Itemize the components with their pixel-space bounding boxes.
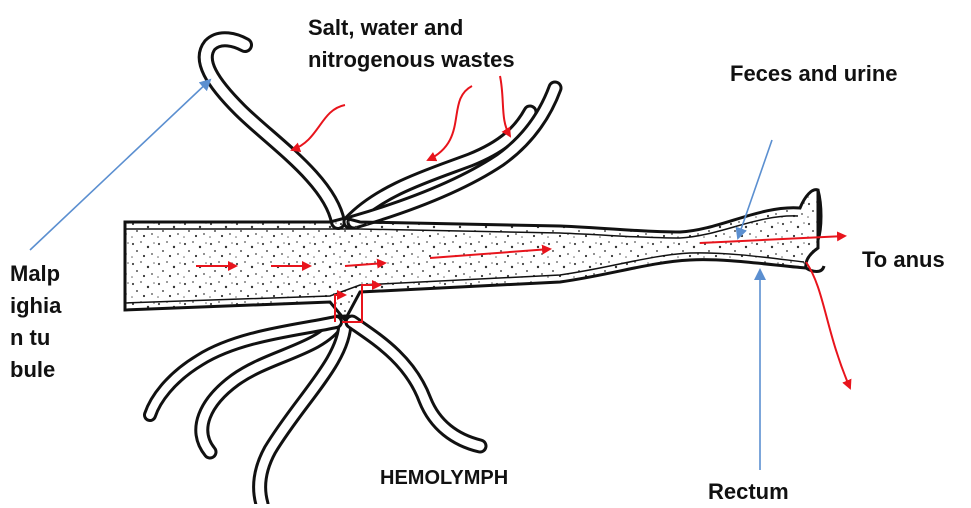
- salt-label-line1: Salt, water and: [308, 12, 515, 44]
- feces-urine-label: Feces and urine: [730, 58, 898, 90]
- malp-label-line2: ighia: [10, 290, 61, 322]
- rectum-label: Rectum: [708, 476, 789, 508]
- hemolymph-label: HEMOLYMPH: [380, 464, 508, 493]
- salt-label-line2: nitrogenous wastes: [308, 44, 515, 76]
- flow-arrow-tubule-2: [428, 86, 472, 160]
- malp-label-line3: n tu: [10, 322, 61, 354]
- flow-arrow-out: [806, 262, 850, 388]
- to-anus-label: To anus: [862, 244, 945, 276]
- salt-water-label: Salt, water and nitrogenous wastes: [308, 12, 515, 76]
- flow-arrow-tubule-1: [292, 105, 345, 150]
- malp-label-line4: bule: [10, 354, 61, 386]
- malp-label-line1: Malp: [10, 258, 61, 290]
- malpighian-tubule-label: Malp ighia n tu bule: [10, 258, 61, 386]
- flow-arrow-tubule-3: [500, 76, 510, 136]
